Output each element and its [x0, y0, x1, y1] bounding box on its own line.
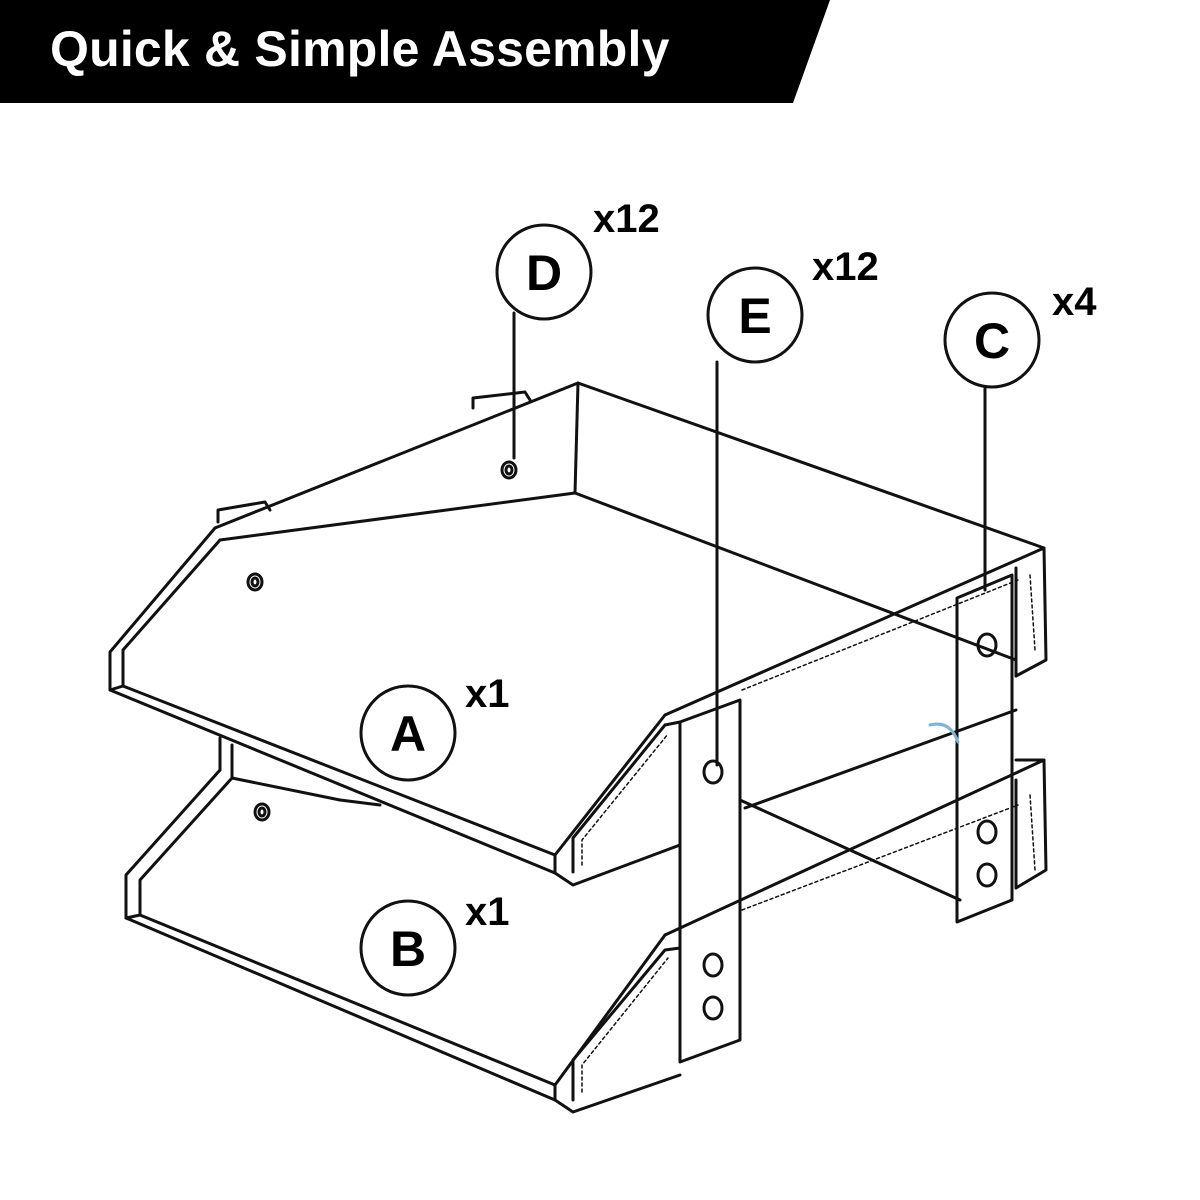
callout-letter-d: D: [526, 245, 562, 301]
title-banner: [0, 0, 830, 103]
quantity-b: x1: [465, 890, 510, 934]
callout-letter-b: B: [390, 921, 426, 977]
callout-letter-e: E: [738, 288, 771, 344]
front-support-strip: [678, 698, 742, 1064]
callout-circle-d: [495, 223, 593, 321]
callout-circle-a: [359, 684, 457, 782]
callout-circle-e: [706, 266, 804, 364]
callout-letter-c: C: [974, 313, 1010, 369]
quantity-a: x1: [465, 672, 510, 716]
banner-title: Quick & Simple Assembly: [50, 21, 670, 77]
callout-circle-b: [359, 899, 457, 997]
quantity-d: x12: [593, 197, 660, 241]
quantity-c: x4: [1052, 280, 1097, 324]
callout-letter-a: A: [390, 706, 426, 762]
callout-circle-c: [943, 291, 1041, 389]
lower-tray: [124, 708, 1048, 1114]
rear-support-strip: [955, 573, 1014, 924]
accent-stroke: [928, 722, 960, 744]
upper-tray: [108, 381, 1048, 887]
banner-shape: [0, 0, 830, 103]
quantity-e: x12: [812, 245, 879, 289]
